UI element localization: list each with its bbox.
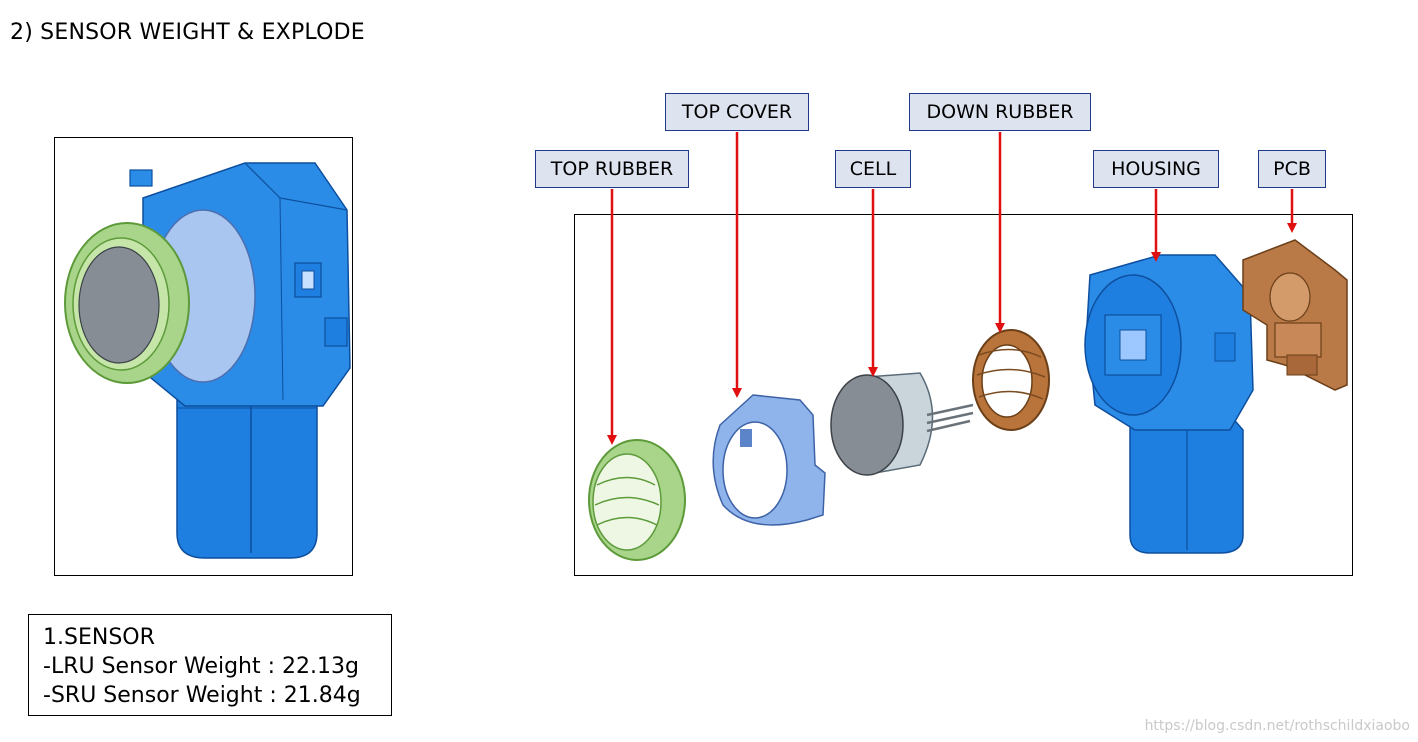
down-rubber-part [972, 329, 1050, 431]
sensor-heading: 1.SENSOR [43, 625, 155, 650]
assembled-sensor-image [64, 162, 351, 559]
label-housing: HOUSING [1093, 150, 1219, 188]
housing-part [1084, 254, 1254, 554]
lru-weight: -LRU Sensor Weight : 22.13g [43, 654, 359, 679]
pcb-part [1242, 239, 1348, 391]
top-rubber-part [588, 439, 686, 561]
sensor-weight-box: 1.SENSOR -LRU Sensor Weight : 22.13g -SR… [28, 614, 392, 716]
label-pcb: PCB [1258, 150, 1326, 188]
watermark: https://blog.csdn.net/rothschildxiaobo [1144, 718, 1410, 734]
explode-view-frame [574, 214, 1353, 576]
page-title: 2) SENSOR WEIGHT & EXPLODE [10, 20, 365, 45]
label-top-rubber: TOP RUBBER [535, 150, 689, 188]
label-cell: CELL [835, 150, 911, 188]
label-down-rubber: DOWN RUBBER [909, 93, 1091, 131]
top-cover-part [712, 394, 826, 526]
sru-weight: -SRU Sensor Weight : 21.84g [43, 683, 361, 708]
assembled-sensor-frame [54, 137, 353, 576]
explode-view-image [588, 239, 1348, 561]
label-top-cover: TOP COVER [665, 93, 809, 131]
cell-part [830, 372, 974, 476]
